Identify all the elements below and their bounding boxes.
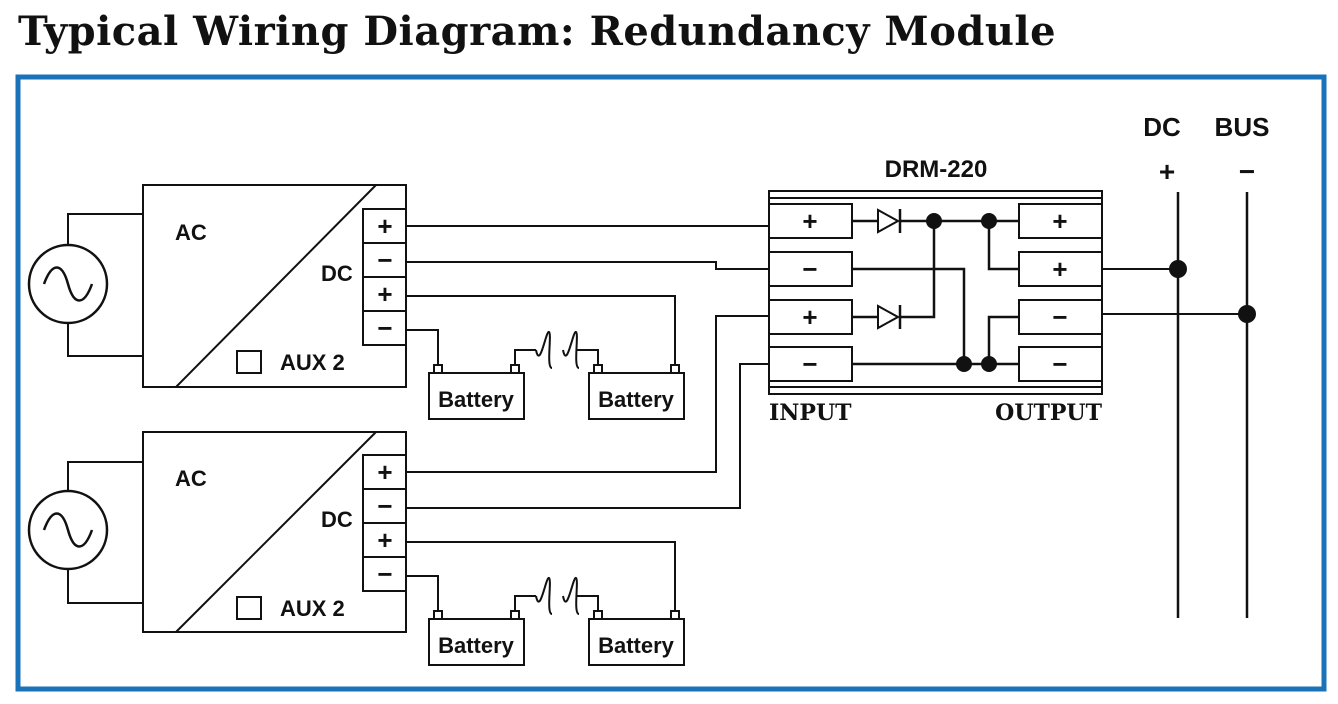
diode-icon [877, 208, 902, 234]
input-label: INPUT [769, 400, 852, 426]
terminal-label: − [377, 491, 392, 521]
input-terminal-label: − [802, 254, 817, 284]
junction-dot [926, 213, 942, 229]
terminal-label: + [377, 525, 392, 555]
output-terminal-label: + [1052, 206, 1067, 236]
terminal-label: − [377, 313, 392, 343]
bus-label: BUS [1215, 112, 1270, 142]
bus-minus-label: − [1239, 156, 1255, 187]
battery-label: Battery [438, 633, 515, 658]
input-terminal-label: + [802, 302, 817, 332]
ac-label: AC [175, 220, 207, 245]
ac-label: AC [175, 466, 207, 491]
aux-checkbox-icon [236, 596, 262, 620]
terminal-label: − [377, 245, 392, 275]
output-terminal-label: + [1052, 254, 1067, 284]
junction-dot [981, 213, 997, 229]
cable-break-icon [535, 330, 553, 369]
output-terminal-label: − [1052, 349, 1067, 379]
terminal-label: + [377, 211, 392, 241]
junction-dot [956, 356, 972, 372]
redundancy-module: DRM-220 + − + − + + − − [768, 156, 1103, 426]
battery-label: Battery [598, 387, 675, 412]
diode-icon [877, 304, 902, 330]
input-terminal-label: − [802, 349, 817, 379]
aux-label: AUX 2 [280, 596, 345, 621]
cable-break-icon [535, 576, 553, 615]
junction-dot [981, 356, 997, 372]
bus-plus-label: + [1159, 156, 1175, 187]
dc-label: DC [321, 261, 353, 286]
input-terminal-label: + [802, 206, 817, 236]
terminal-label: − [377, 559, 392, 589]
battery-label: Battery [598, 633, 675, 658]
dc-bus: DC BUS + − [1102, 112, 1269, 618]
aux-label: AUX 2 [280, 350, 345, 375]
junction-dot [1238, 305, 1256, 323]
power-supply-2: AC DC AUX 2 + − + − Battery Battery [27, 431, 685, 666]
terminal-label: + [377, 457, 392, 487]
power-supply-1: AC DC AUX 2 + − + − Battery Battery [27, 184, 685, 420]
dc-label: DC [321, 507, 353, 532]
junction-dot [1169, 260, 1187, 278]
bus-dc-label: DC [1143, 112, 1181, 142]
aux-checkbox-icon [236, 350, 262, 374]
output-label: OUTPUT [995, 400, 1102, 426]
module-name: DRM-220 [885, 156, 988, 183]
diagram-frame [15, 74, 1327, 692]
page-title: Typical Wiring Diagram: Redundancy Modul… [18, 8, 1057, 55]
terminal-label: + [377, 279, 392, 309]
battery-label: Battery [438, 387, 515, 412]
output-terminal-label: − [1052, 302, 1067, 332]
